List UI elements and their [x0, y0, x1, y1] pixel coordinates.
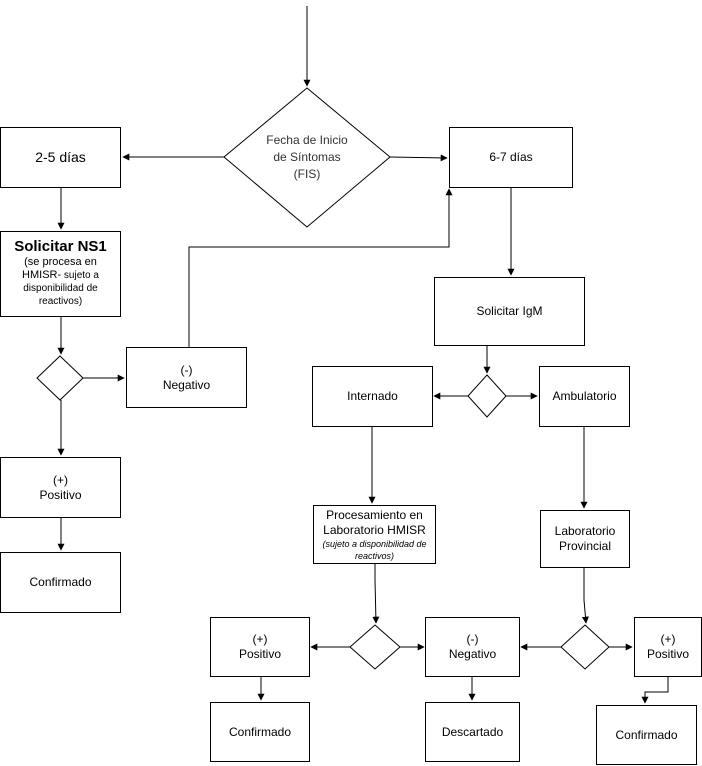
positivo-mid-label: Positivo — [238, 647, 282, 661]
ns1-sub-4: reactivos) — [38, 296, 83, 307]
laboratorio-provincial-line-2: Provincial — [558, 539, 612, 553]
procesamiento-line-2: Laboratorio HMISR — [323, 522, 426, 537]
procesamiento-note: (sujeto a disponibilidad de reactivos) — [322, 538, 427, 561]
ns1-sub-2: HMISR- sujeto a — [22, 269, 99, 282]
positivo-mid-sign: (+) — [252, 632, 268, 646]
box-negativo-mid[interactable]: (-) Negativo — [425, 617, 520, 677]
box-confirmado-mid[interactable]: Confirmado — [210, 702, 310, 762]
box-solicitar-ns1[interactable]: Solicitar NS1 (se procesa en HMISR- suje… — [0, 231, 121, 317]
ns1-sub-1: (se procesa en — [24, 256, 97, 268]
box-confirmado-left[interactable]: Confirmado — [0, 552, 121, 613]
confirmado-mid-label: Confirmado — [228, 724, 292, 739]
fis-line-1: Fecha de Inicio — [266, 133, 348, 147]
confirmado-left-label: Confirmado — [29, 575, 92, 589]
ambulatorio-label: Ambulatorio — [552, 389, 617, 403]
ns1-sub-2a: HMISR- — [22, 269, 62, 281]
box-2-5-dias-label: 2-5 días — [35, 149, 86, 165]
procesamiento-line-1: Procesamiento en — [326, 507, 423, 522]
positivo-right-label: Positivo — [646, 647, 690, 661]
box-6-7-dias[interactable]: 6-7 días — [449, 127, 573, 188]
box-confirmado-right[interactable]: Confirmado — [596, 705, 697, 765]
ns1-sub-2b: sujeto a — [61, 270, 99, 281]
box-ambulatorio[interactable]: Ambulatorio — [539, 366, 630, 427]
box-laboratorio-provincial[interactable]: Laboratorio Provincial — [540, 510, 630, 568]
negativo-left-sign: (-) — [180, 362, 193, 377]
fis-label: Fecha de Inicio de Síntomas (FIS) — [224, 132, 390, 183]
provincial-decision-diamond — [560, 624, 610, 670]
positivo-right-sign: (+) — [660, 632, 676, 646]
box-6-7-dias-label: 6-7 días — [489, 150, 533, 164]
hmisr-decision-diamond — [349, 624, 401, 670]
box-2-5-dias[interactable]: 2-5 días — [0, 127, 121, 188]
igm-decision-diamond — [467, 374, 507, 418]
ns1-title: Solicitar NS1 — [14, 238, 107, 255]
box-negativo-left[interactable]: (-) Negativo — [126, 347, 247, 408]
negativo-mid-sign: (-) — [466, 632, 479, 646]
descartado-label: Descartado — [441, 724, 504, 739]
box-solicitar-igm[interactable]: Solicitar IgM — [434, 277, 585, 346]
positivo-left-sign: (+) — [53, 472, 68, 487]
fis-diamond — [223, 87, 391, 228]
fis-line-2: de Síntomas — [273, 150, 341, 164]
fis-line-3: (FIS) — [293, 167, 321, 181]
solicitar-igm-label: Solicitar IgM — [476, 304, 543, 318]
internado-label: Internado — [347, 389, 398, 403]
negativo-left-label: Negativo — [162, 377, 211, 392]
negativo-mid-label: Negativo — [448, 647, 497, 661]
box-positivo-left[interactable]: (+) Positivo — [0, 457, 121, 518]
laboratorio-provincial-line-1: Laboratorio — [554, 524, 616, 538]
box-internado[interactable]: Internado — [312, 366, 433, 427]
positivo-left-label: Positivo — [39, 487, 82, 502]
ns1-sub-3: disponibilidad de — [23, 283, 98, 294]
box-descartado[interactable]: Descartado — [425, 702, 520, 762]
box-procesamiento-hmisr[interactable]: Procesamiento en Laboratorio HMISR (suje… — [313, 505, 436, 564]
box-positivo-right[interactable]: (+) Positivo — [634, 617, 702, 677]
box-positivo-mid[interactable]: (+) Positivo — [210, 617, 310, 677]
confirmado-right-label: Confirmado — [615, 727, 678, 742]
ns1-decision-diamond — [36, 355, 84, 401]
